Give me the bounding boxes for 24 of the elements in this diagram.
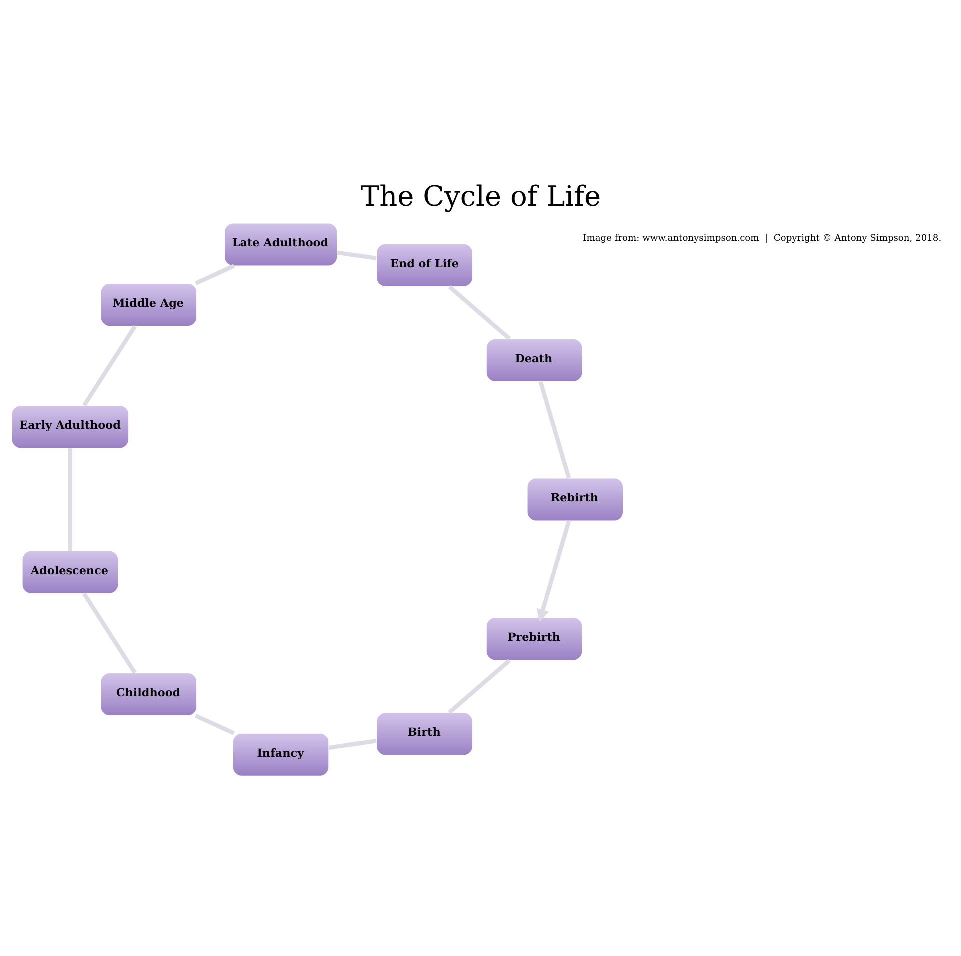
- node-box: Childhood: [100, 672, 197, 716]
- connector: [336, 250, 376, 260]
- connector: [194, 264, 235, 285]
- node-box: Death: [486, 338, 582, 382]
- connector: [68, 448, 72, 550]
- connector: [194, 713, 234, 735]
- node-box: Infancy: [232, 732, 329, 776]
- connector: [448, 658, 510, 714]
- node-box: Early Adulthood: [11, 404, 129, 448]
- caption: Image from: www.antonysimpson.com | Copyright © Antony Simpson, 2018.: [582, 233, 942, 244]
- node-box: Rebirth: [526, 478, 624, 521]
- arrow: [536, 520, 571, 622]
- node-box: Middle Age: [100, 282, 197, 326]
- connector: [328, 738, 376, 750]
- node-box: Birth: [376, 712, 473, 756]
- connector: [538, 380, 571, 478]
- connector: [82, 592, 136, 674]
- connector: [448, 284, 511, 340]
- node-box: Adolescence: [22, 550, 118, 594]
- node-box: Prebirth: [486, 616, 582, 660]
- diagram-title: The Cycle of Life: [360, 180, 601, 213]
- connector: [82, 324, 136, 406]
- node-box: Late Adulthood: [224, 222, 338, 266]
- node-box: End of Life: [376, 243, 473, 287]
